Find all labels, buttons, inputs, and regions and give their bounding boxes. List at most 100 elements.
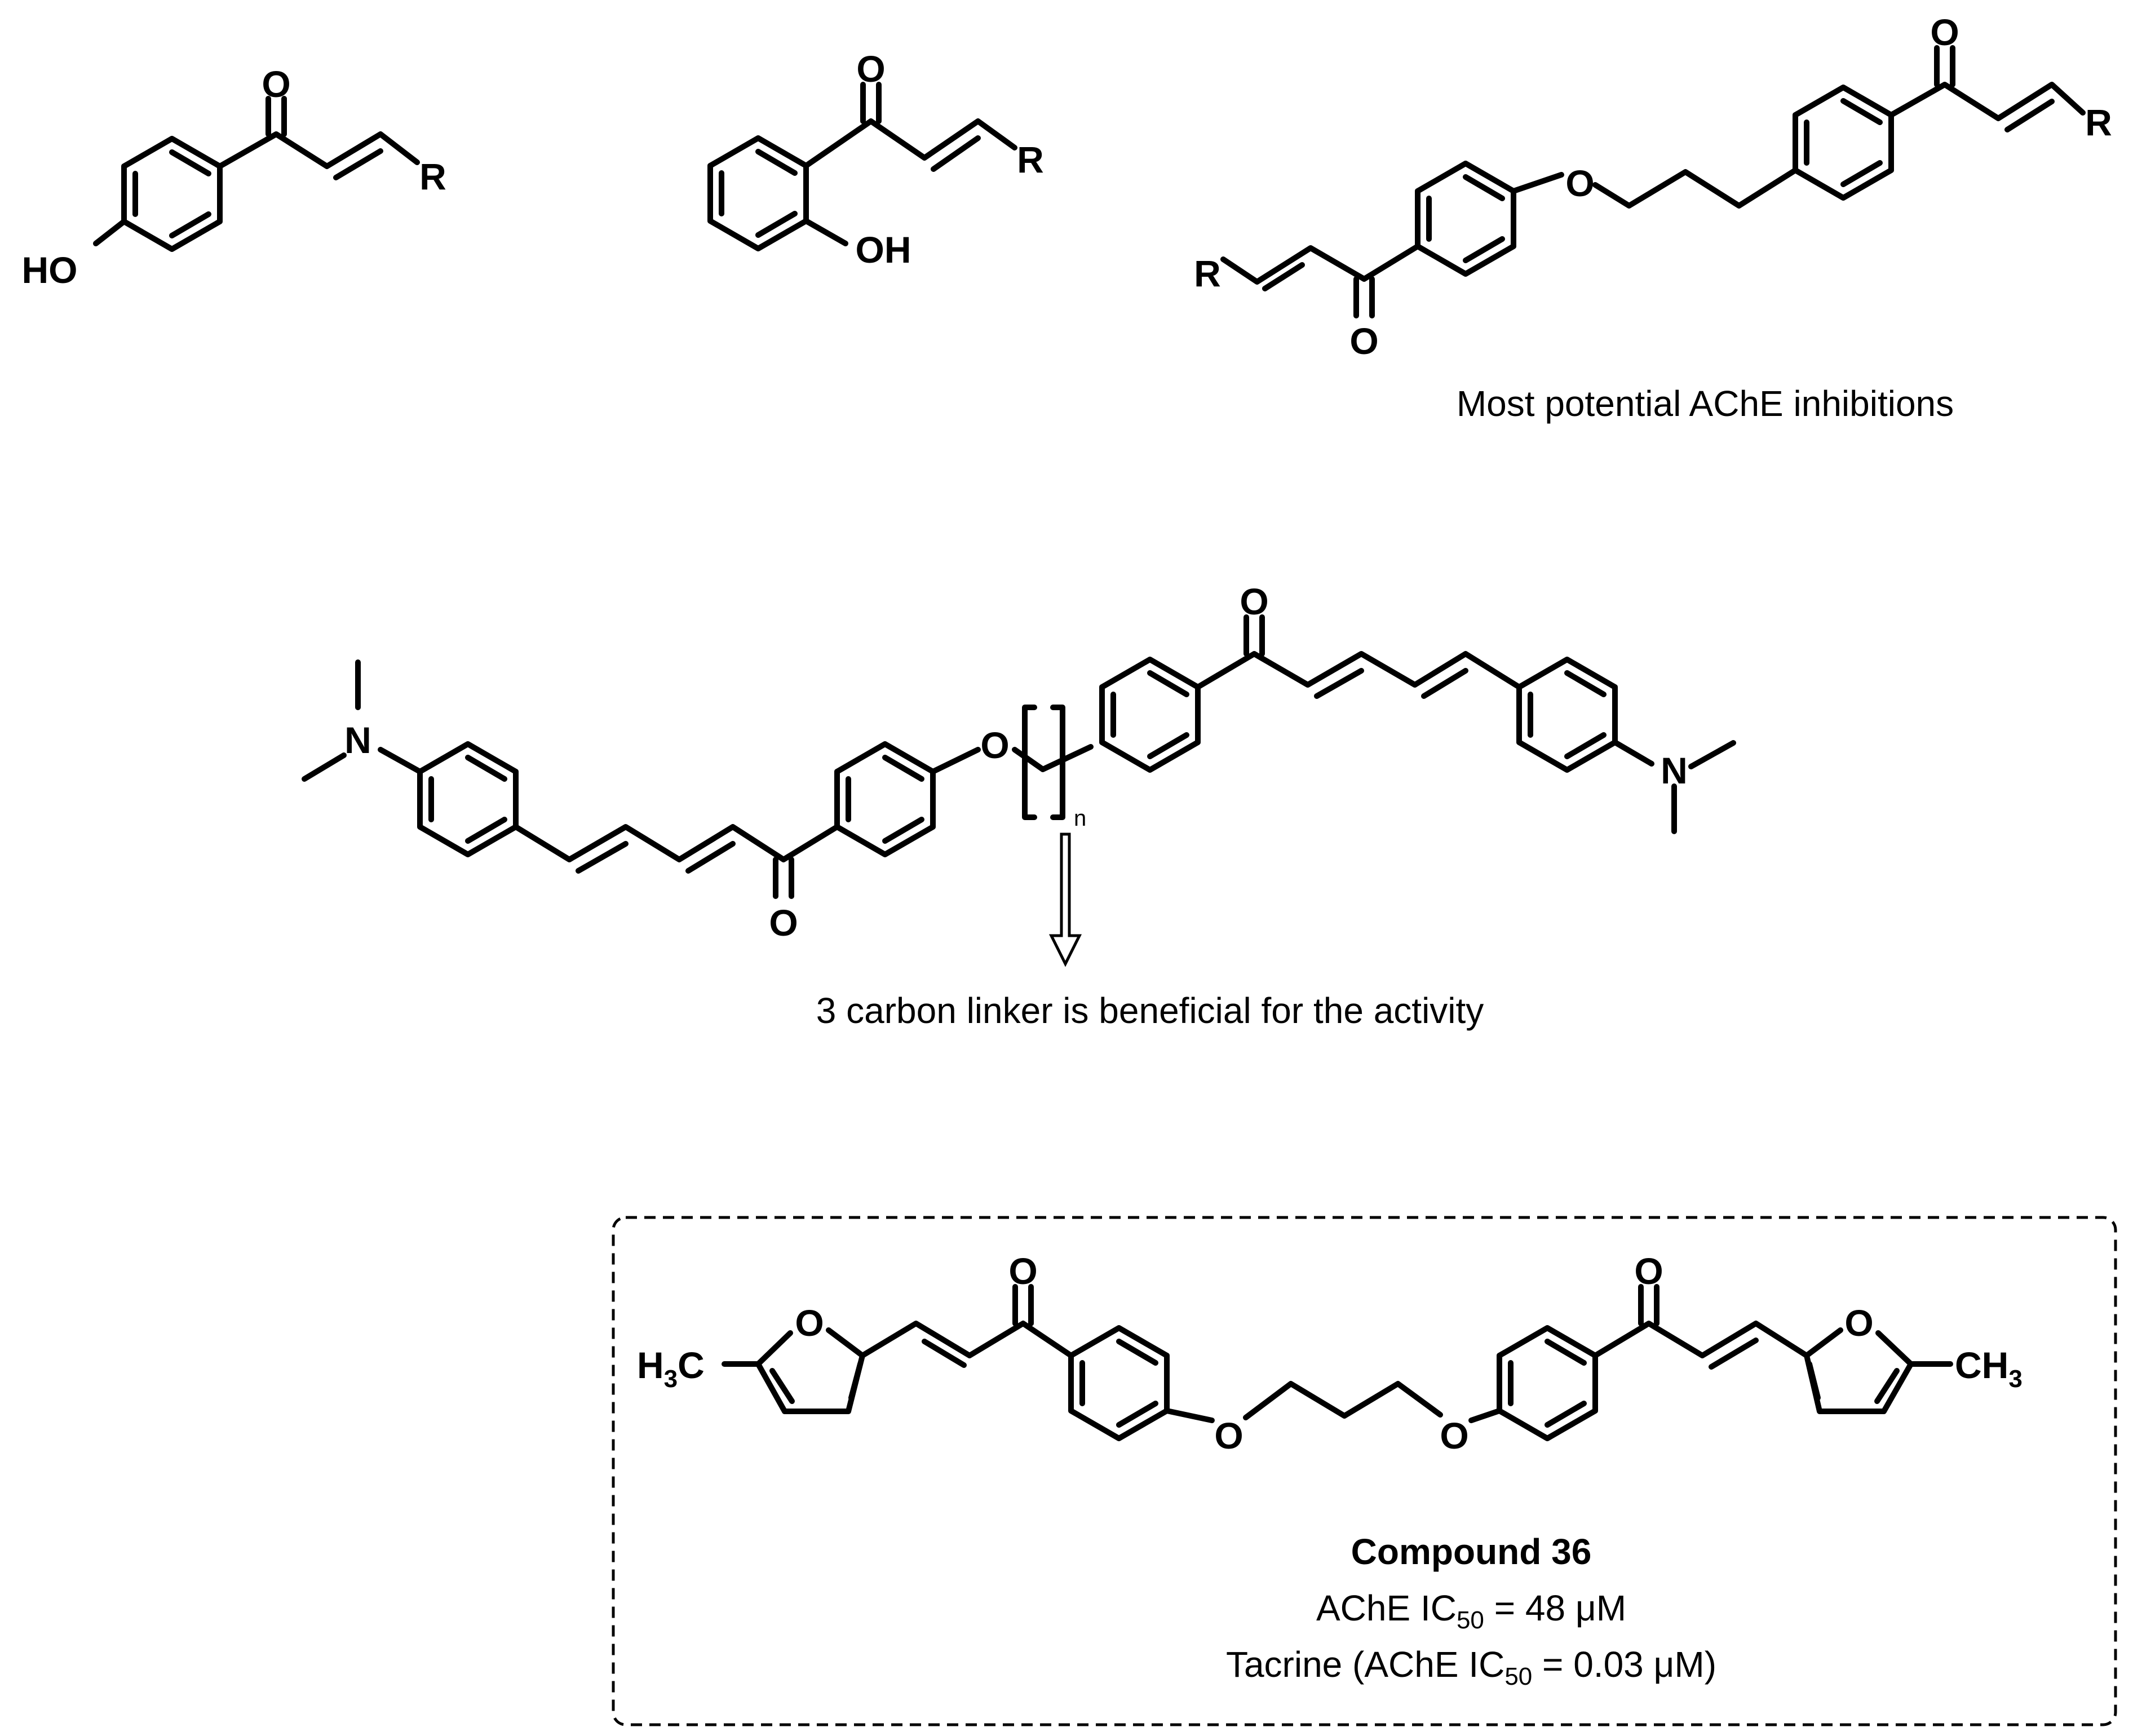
linker-arrow: [1048, 832, 1082, 967]
r-group-label: R: [419, 156, 446, 197]
aromatic-bond: [1463, 236, 1505, 263]
furan-bond: [826, 1327, 865, 1358]
hydroxyl-label: HO: [22, 249, 78, 291]
aromatic-bond: [465, 817, 507, 844]
alkene-bond: [2004, 99, 2055, 132]
aromatic-bond: [882, 817, 924, 844]
aromatic-bond: [1564, 732, 1607, 759]
benzene-ring-right: [1516, 657, 1618, 773]
carbonyl-oxygen-label: O: [1930, 11, 1959, 53]
enone-chain: [803, 118, 1017, 169]
carbonyl-oxygen-label: O: [262, 63, 290, 105]
structure-2-hydroxy-chalcone: O R OH: [707, 48, 1044, 271]
alkene-bond: [1709, 1338, 1759, 1370]
aryl-ether-bond: [930, 747, 981, 774]
alkene-bond: [1314, 668, 1364, 699]
alkene-bond: [333, 148, 383, 180]
furan-double-bond: [1807, 1361, 1821, 1401]
ether-oxygen-label: O: [1565, 162, 1594, 204]
aromatic-bond: [465, 755, 507, 782]
r-group-label: R: [1194, 253, 1221, 294]
enone-chain-upper: [1888, 82, 2086, 121]
aromatic-bond: [1840, 98, 1883, 125]
hydroxyl-bond: [803, 218, 848, 246]
furan-bond: [1875, 1330, 1914, 1367]
repeat-bracket-right: [1050, 705, 1065, 820]
furan-bond: [755, 1330, 793, 1367]
alkene-bond: [576, 841, 629, 874]
aryl-ether-bond: [1164, 1408, 1215, 1423]
furan-oxygen-label: O: [1844, 1302, 1873, 1344]
aromatic-bond: [169, 211, 211, 238]
furan-double-bond: [848, 1361, 863, 1401]
carbonyl-oxygen-label: O: [856, 48, 885, 90]
furan-oxygen-label: O: [795, 1302, 824, 1344]
compound-name: Compound 36: [1351, 1531, 1592, 1572]
n-methyl-bond: [1688, 740, 1736, 769]
aromatic-bond: [1147, 732, 1189, 759]
enone-chain-left: [860, 1321, 1074, 1358]
furan-double-bond: [1874, 1368, 1900, 1404]
aromatic-bond: [1545, 1401, 1587, 1428]
carbonyl-oxygen-label: O: [1349, 320, 1378, 362]
furan-ring-left: [755, 1353, 865, 1414]
r-group-label: R: [1017, 139, 1044, 180]
structure-dimethylamino-bis-dienone: N O O n O: [302, 581, 1736, 967]
aryl-ether-bond: [1468, 1408, 1502, 1423]
aryl-ether-bond: [1511, 172, 1564, 194]
aromatic-bond: [1463, 174, 1505, 201]
aromatic-bond: [1840, 160, 1883, 187]
aromatic-bond: [169, 149, 211, 176]
compound-36-box: H3C O O O O O: [612, 1216, 2117, 1726]
aromatic-bond: [1545, 1339, 1587, 1366]
furan-ring-right: [1804, 1353, 1914, 1414]
structure-bis-chalcone-propyl-ether: O R O O R: [1194, 11, 2112, 362]
alkene-bond: [685, 841, 736, 874]
alkene-bond: [1262, 262, 1305, 291]
ether-oxygen-left-label: O: [1214, 1415, 1243, 1456]
aromatic-bond: [755, 149, 798, 176]
r-group-label: R: [2085, 101, 2112, 143]
ether-oxygen-right-label: O: [1440, 1415, 1468, 1456]
nitrogen-label: N: [1661, 750, 1688, 791]
benzene-ring-left: [1068, 1325, 1170, 1441]
aromatic-bond: [1147, 670, 1189, 697]
carbonyl-oxygen-label: O: [1240, 581, 1268, 622]
repeat-bracket-left: [1022, 705, 1037, 820]
aromatic-bond: [882, 755, 924, 782]
enone-chain-right: [1592, 1321, 1809, 1358]
methyl-group-right: CH3: [1955, 1344, 2023, 1393]
aromatic-bond: [1116, 1401, 1158, 1428]
alkene-bond: [1421, 668, 1468, 699]
dienone-chain-left: [513, 824, 840, 862]
nitrogen-label: N: [344, 719, 371, 761]
hydroxyl-bond: [93, 219, 127, 246]
ether-oxygen-label: O: [980, 724, 1009, 766]
aromatic-bond: [755, 211, 798, 238]
propyl-linker: [1592, 167, 1798, 209]
structure-4-hydroxy-chalcone: O R HO: [22, 63, 446, 291]
furan-bond: [1804, 1327, 1843, 1358]
alkene-bond: [931, 135, 981, 172]
repeat-count-label: n: [1074, 806, 1086, 831]
potent-inhibitor-caption: Most potential AChE inhibitions: [1457, 383, 1954, 424]
propyl-linker: [1243, 1381, 1443, 1420]
amine-bond: [1612, 739, 1654, 767]
tacrine-reference-line: Tacrine (AChE IC50 = 0.03 μM): [1226, 1644, 1716, 1690]
furan-double-bond: [769, 1368, 795, 1404]
methyl-group-left: H3C: [637, 1344, 705, 1393]
dashed-frame: [612, 1216, 2117, 1726]
enone-chain: [217, 131, 420, 169]
linker-caption: 3 carbon linker is beneficial for the ac…: [816, 990, 1484, 1031]
dienone-chain-right: [1195, 651, 1522, 690]
enone-chain-lower: [1220, 243, 1420, 285]
alkene-bond: [922, 1339, 967, 1368]
aromatic-bond: [1116, 1339, 1158, 1366]
carbonyl-oxygen-label: O: [1634, 1250, 1663, 1292]
amine-bond: [378, 747, 423, 774]
aromatic-bond: [1564, 670, 1607, 697]
ache-ic50-line: AChE IC50 = 48 μM: [1316, 1588, 1626, 1634]
n-methyl-bond: [302, 752, 347, 782]
carbonyl-oxygen-label: O: [1008, 1250, 1037, 1292]
hydroxyl-label: OH: [856, 229, 911, 271]
